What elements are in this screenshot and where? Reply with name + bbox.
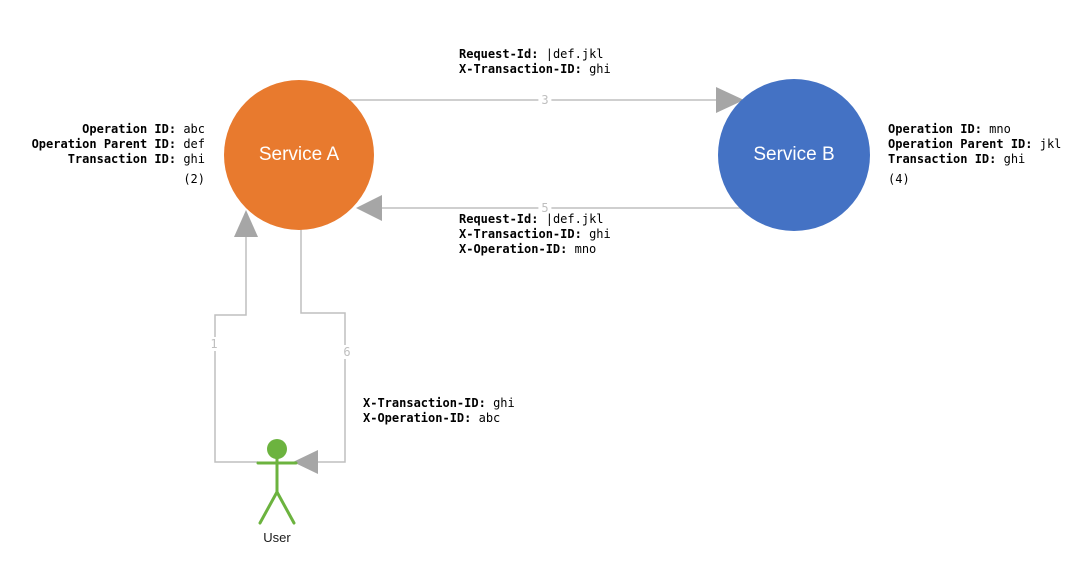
service-a-step: (2)	[183, 172, 205, 186]
user-leg-left	[258, 490, 279, 525]
header-line: X-Transaction-ID: ghi	[459, 62, 611, 76]
arrowhead-left-user-icon	[293, 450, 318, 474]
info-line: Operation ID: mno	[888, 122, 1011, 136]
header-line: Request-Id: |def.jkl	[459, 212, 604, 226]
service-b-label: Service B	[753, 144, 835, 165]
user-head	[267, 439, 287, 459]
header-line: Request-Id: |def.jkl	[459, 47, 604, 61]
header-line: X-Operation-ID: mno	[459, 242, 597, 256]
info-line: Transaction ID: ghi	[888, 152, 1026, 166]
request-a-to-b-headers: Request-Id: |def.jkl X-Transaction-ID: g…	[459, 47, 611, 77]
step-3-number: 3	[538, 93, 552, 107]
user-leg-right	[275, 490, 296, 525]
arrowhead-right-icon	[716, 87, 744, 113]
user-flow-headers: X-Transaction-ID: ghi X-Operation-ID: ab…	[363, 396, 515, 426]
header-line: X-Transaction-ID: ghi	[363, 396, 515, 410]
header-line: X-Transaction-ID: ghi	[459, 227, 611, 241]
step-5-number: 5	[538, 201, 552, 215]
header-line: X-Operation-ID: abc	[363, 411, 501, 425]
info-line: Operation Parent ID: jkl	[888, 137, 1062, 151]
arrowhead-left-icon	[356, 195, 382, 221]
response-b-to-a-headers: Request-Id: |def.jkl X-Transaction-ID: g…	[459, 212, 611, 257]
service-a-info: Operation ID: abc Operation Parent ID: d…	[0, 122, 205, 187]
user-label: User	[263, 530, 291, 545]
info-line: Operation Parent ID: def	[31, 137, 205, 151]
service-a-node: Service A	[224, 80, 374, 230]
connector-user-to-a	[214, 237, 258, 463]
arrowhead-up-icon	[234, 210, 258, 237]
service-b-info: Operation ID: mno Operation Parent ID: j…	[888, 122, 1061, 187]
user-figure-icon	[256, 439, 298, 525]
info-line: Operation ID: abc	[82, 122, 205, 136]
info-line: Transaction ID: ghi	[67, 152, 205, 166]
service-b-node: Service B	[718, 79, 870, 231]
step-1-number: 1	[207, 337, 221, 351]
service-a-label: Service A	[258, 144, 340, 165]
service-b-step: (4)	[888, 172, 910, 186]
step-6-number: 6	[340, 345, 354, 359]
connector-a-to-user	[300, 228, 346, 463]
